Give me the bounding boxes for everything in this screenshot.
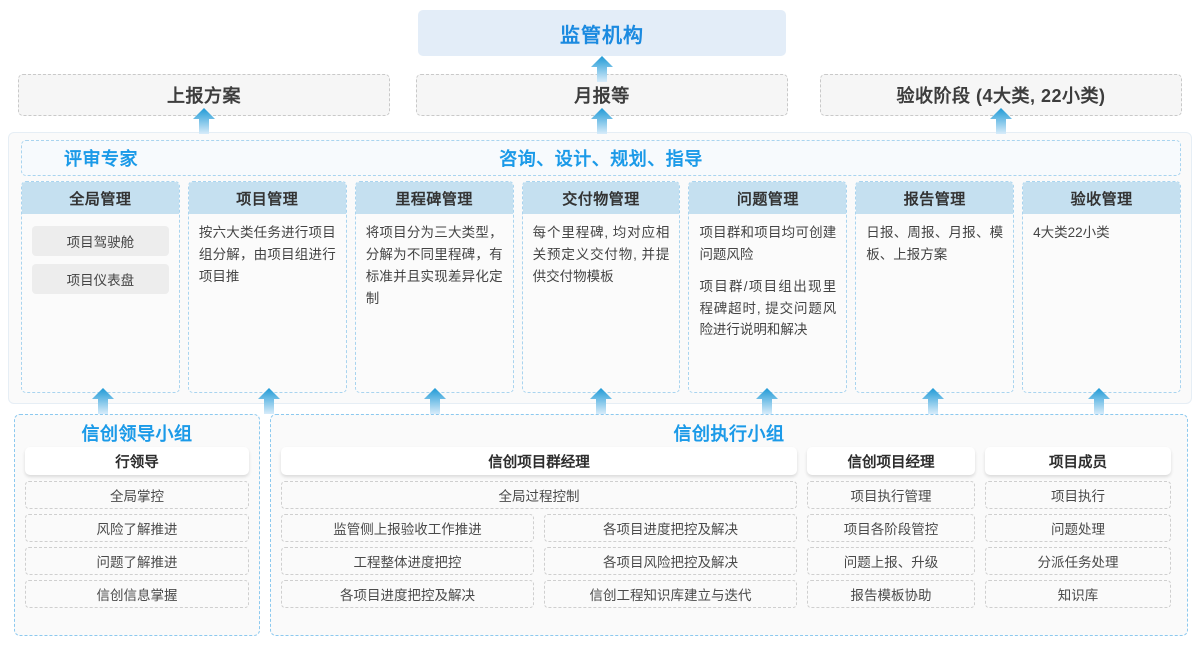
role-item[interactable]: 项目执行管理 bbox=[807, 481, 975, 509]
capability-body: 项目驾驶舱 项目仪表盘 bbox=[22, 214, 179, 392]
chip-item[interactable]: 项目仪表盘 bbox=[32, 264, 169, 294]
role-item[interactable]: 风险了解推进 bbox=[25, 514, 249, 542]
arrow-up-icon-to-acceptance bbox=[990, 108, 1012, 134]
program-manager-left-items: 监管侧上报验收工作推进 工程整体进度把控 各项目进度把控及解决 bbox=[281, 514, 534, 613]
capability-text: 项目群/项目组出现里程碑超时, 提交问题风险进行说明和解决 bbox=[699, 278, 837, 338]
program-manager-column: 信创项目群经理 全局过程控制 监管侧上报验收工作推进 工程整体进度把控 各项目进… bbox=[281, 447, 797, 629]
capability-head: 验收管理 bbox=[1023, 182, 1181, 214]
arrow-up-icon-col-5 bbox=[756, 388, 778, 414]
role-item[interactable]: 报告模板协助 bbox=[807, 580, 975, 608]
role-item[interactable]: 知识库 bbox=[985, 580, 1171, 608]
capability-column-milestone-management[interactable]: 里程碑管理 将项目分为三大类型，分解为不同里程碑，有标准并且实现差异化定制 bbox=[354, 181, 514, 393]
role-item[interactable]: 问题上报、升级 bbox=[807, 547, 975, 575]
role-item[interactable]: 项目执行 bbox=[985, 481, 1171, 509]
arrow-up-icon-col-6 bbox=[922, 388, 944, 414]
capability-body: 日报、周报、月报、模板、上报方案 bbox=[856, 214, 1013, 392]
arrow-up-icon-col-2 bbox=[258, 388, 280, 414]
role-header-bank-leader[interactable]: 行领导 bbox=[25, 447, 249, 475]
arrow-up-icon-col-3 bbox=[424, 388, 446, 414]
arrow-up-icon-col-1 bbox=[92, 388, 114, 414]
capability-body: 按六大类任务进行项目组分解，由项目组进行项目推 bbox=[189, 214, 346, 392]
capability-column-deliverable-management[interactable]: 交付物管理 每个里程碑, 均对应相关预定义交付物, 并提供交付物模板 bbox=[521, 181, 681, 393]
review-expert-label: 评审专家 bbox=[64, 149, 138, 169]
role-item[interactable]: 各项目风险把控及解决 bbox=[544, 547, 797, 575]
arrow-up-icon-col-4 bbox=[590, 388, 612, 414]
capability-text: 每个里程碑, 均对应相关预定义交付物, 并提供交付物模板 bbox=[532, 225, 670, 284]
chip-item[interactable]: 项目驾驶舱 bbox=[32, 226, 169, 256]
role-item[interactable]: 信创信息掌握 bbox=[25, 580, 249, 608]
capability-column-global-management[interactable]: 全局管理 项目驾驶舱 项目仪表盘 bbox=[21, 181, 180, 393]
authority-box: 监管机构 bbox=[418, 10, 786, 56]
role-item[interactable]: 全局掌控 bbox=[25, 481, 249, 509]
role-item[interactable]: 各项目进度把控及解决 bbox=[281, 580, 534, 608]
arrow-up-icon-to-authority bbox=[591, 56, 613, 82]
capability-body: 项目群和项目均可创建问题风险 项目群/项目组出现里程碑超时, 提交问题风险进行说… bbox=[689, 214, 846, 392]
role-item[interactable]: 工程整体进度把控 bbox=[281, 547, 534, 575]
exec-group-title: 信创执行小组 bbox=[673, 424, 785, 444]
role-header-project-member[interactable]: 项目成员 bbox=[985, 447, 1171, 475]
program-manager-grid: 监管侧上报验收工作推进 工程整体进度把控 各项目进度把控及解决 各项目进度把控及… bbox=[281, 514, 797, 613]
capability-head: 全局管理 bbox=[22, 182, 179, 214]
capability-head: 项目管理 bbox=[188, 182, 346, 214]
report-label: 上报方案 bbox=[167, 86, 241, 106]
capability-panel: 评审专家 咨询、设计、规划、指导 全局管理 项目驾驶舱 项目仪表盘 项目管理 按… bbox=[8, 132, 1192, 404]
role-item[interactable]: 监管侧上报验收工作推进 bbox=[281, 514, 534, 542]
capability-head: 交付物管理 bbox=[522, 182, 680, 214]
capability-head: 问题管理 bbox=[689, 182, 847, 214]
capability-body: 每个里程碑, 均对应相关预定义交付物, 并提供交付物模板 bbox=[523, 214, 680, 392]
consulting-label: 咨询、设计、规划、指导 bbox=[499, 149, 703, 169]
capability-text: 日报、周报、月报、模板、上报方案 bbox=[866, 225, 1004, 262]
capability-body: 4大类22小类 bbox=[1023, 214, 1180, 392]
capability-head: 里程碑管理 bbox=[355, 182, 513, 214]
project-member-column: 项目成员 项目执行 问题处理 分派任务处理 知识库 bbox=[985, 447, 1171, 629]
capability-text: 将项目分为三大类型，分解为不同里程碑，有标准并且实现差异化定制 bbox=[365, 225, 503, 306]
exec-group-panel: 信创执行小组 信创项目群经理 全局过程控制 监管侧上报验收工作推进 工程整体进度… bbox=[270, 414, 1188, 636]
role-item-global-process-control[interactable]: 全局过程控制 bbox=[281, 481, 797, 509]
leader-group-title: 信创领导小组 bbox=[81, 424, 193, 444]
report-label: 验收阶段 (4大类, 22小类) bbox=[896, 86, 1106, 106]
role-item[interactable]: 分派任务处理 bbox=[985, 547, 1171, 575]
capability-text: 按六大类任务进行项目组分解，由项目组进行项目推 bbox=[198, 225, 336, 284]
exec-group-columns: 信创项目群经理 全局过程控制 监管侧上报验收工作推进 工程整体进度把控 各项目进… bbox=[281, 447, 1177, 629]
capability-column-acceptance-management[interactable]: 验收管理 4大类22小类 bbox=[1022, 181, 1182, 393]
capability-text: 4大类22小类 bbox=[1033, 225, 1110, 240]
capability-columns: 全局管理 项目驾驶舱 项目仪表盘 项目管理 按六大类任务进行项目组分解，由项目组… bbox=[21, 181, 1182, 393]
program-manager-right-items: 各项目进度把控及解决 各项目风险把控及解决 信创工程知识库建立与迭代 bbox=[544, 514, 797, 613]
capability-panel-header: 评审专家 咨询、设计、规划、指导 bbox=[21, 140, 1181, 176]
role-item[interactable]: 各项目进度把控及解决 bbox=[544, 514, 797, 542]
arrow-up-icon-to-plan bbox=[193, 108, 215, 134]
capability-column-report-management[interactable]: 报告管理 日报、周报、月报、模板、上报方案 bbox=[855, 181, 1015, 393]
role-item[interactable]: 问题处理 bbox=[985, 514, 1171, 542]
project-manager-column: 信创项目经理 项目执行管理 项目各阶段管控 问题上报、升级 报告模板协助 bbox=[807, 447, 975, 629]
capability-head: 报告管理 bbox=[856, 182, 1014, 214]
arrow-up-icon-to-monthly bbox=[591, 108, 613, 134]
role-header-project-manager[interactable]: 信创项目经理 bbox=[807, 447, 975, 475]
capability-column-project-management[interactable]: 项目管理 按六大类任务进行项目组分解，由项目组进行项目推 bbox=[187, 181, 347, 393]
capability-column-issue-management[interactable]: 问题管理 项目群和项目均可创建问题风险 项目群/项目组出现里程碑超时, 提交问题… bbox=[688, 181, 848, 393]
role-item[interactable]: 项目各阶段管控 bbox=[807, 514, 975, 542]
arrow-up-icon-col-7 bbox=[1088, 388, 1110, 414]
role-item[interactable]: 信创工程知识库建立与迭代 bbox=[544, 580, 797, 608]
leader-group-panel: 信创领导小组 行领导 全局掌控 风险了解推进 问题了解推进 信创信息掌握 bbox=[14, 414, 260, 636]
report-label: 月报等 bbox=[574, 86, 630, 106]
capability-text: 项目群和项目均可创建问题风险 bbox=[699, 225, 837, 262]
role-header-program-manager[interactable]: 信创项目群经理 bbox=[281, 447, 797, 475]
authority-label: 监管机构 bbox=[560, 24, 644, 47]
capability-body: 将项目分为三大类型，分解为不同里程碑，有标准并且实现差异化定制 bbox=[356, 214, 513, 392]
role-item[interactable]: 问题了解推进 bbox=[25, 547, 249, 575]
